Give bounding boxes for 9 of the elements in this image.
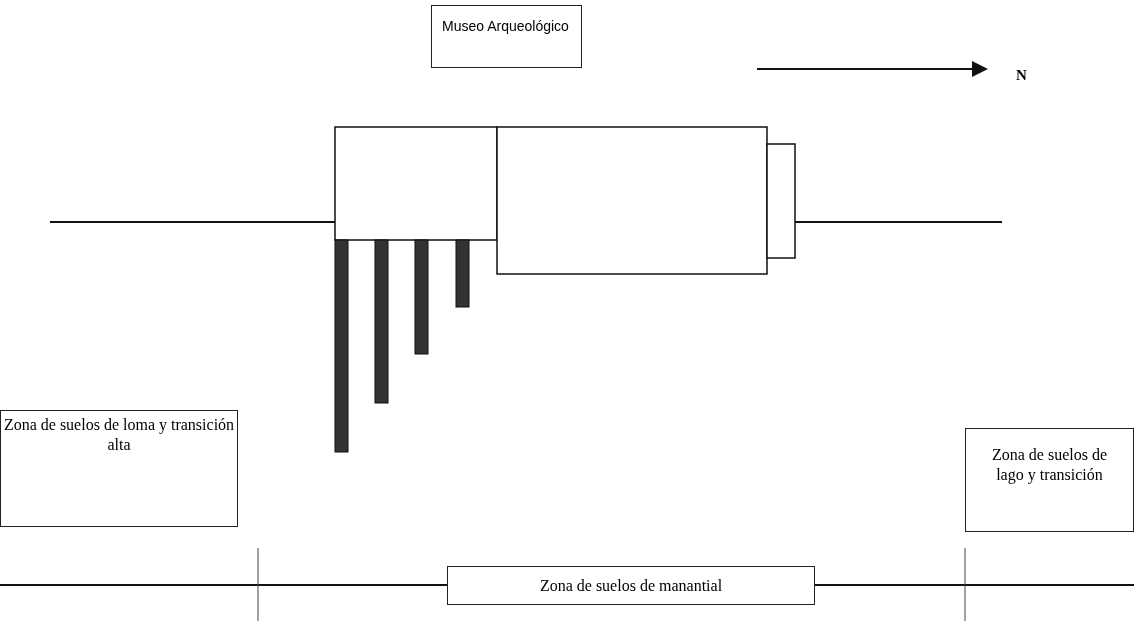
zone-label: Zona de suelos de lago y transición (990, 445, 1109, 485)
zone-label: Zona de suelos de manantial (539, 575, 723, 596)
zone-box (0, 410, 238, 527)
zone-box (431, 5, 582, 68)
zone-label: Museo Arqueológico (442, 18, 569, 36)
north-label: N (1016, 66, 1027, 85)
zone-box (965, 428, 1134, 532)
zone-label: Zona de suelos de loma y transición alta (2, 415, 236, 455)
zone-box (447, 566, 815, 605)
